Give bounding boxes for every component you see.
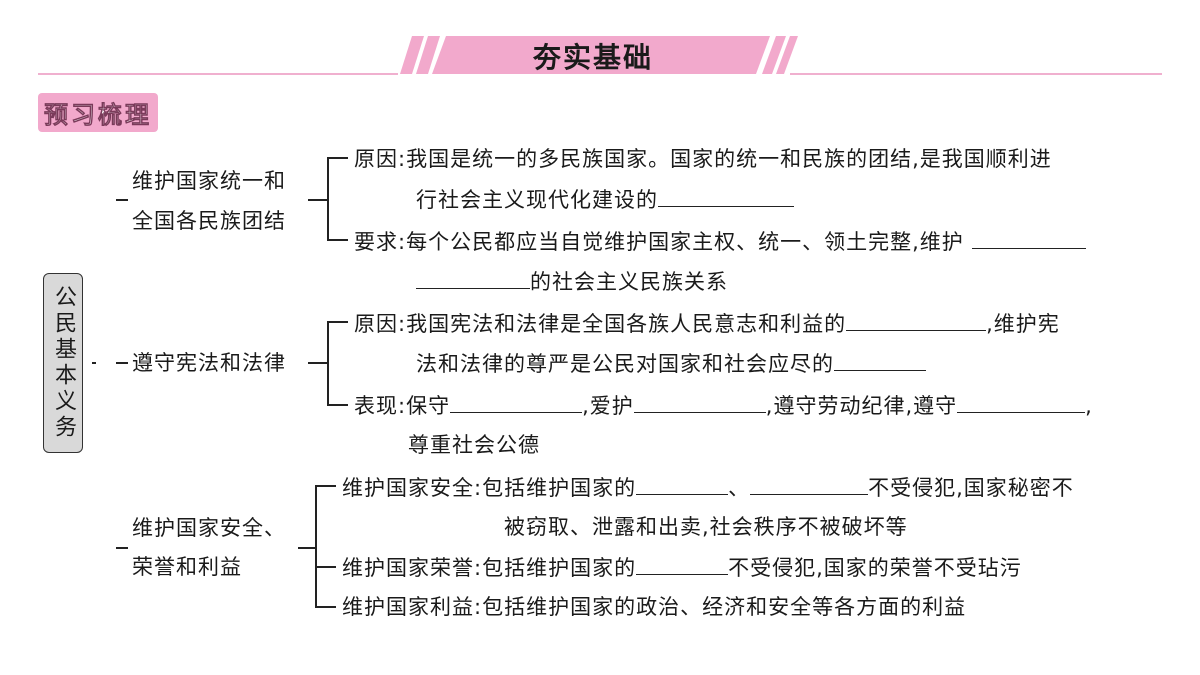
- header-decoration: [38, 36, 1162, 75]
- section-badge: 预习梳理: [38, 93, 158, 132]
- branch-3-security-cont: 被窃取、泄露和出卖,社会秩序不被破坏等: [504, 515, 908, 539]
- branch-1-requirement: 要求:每个公民都应当自觉维护国家主权、统一、领土完整,维护: [354, 226, 1086, 257]
- item-label: 原因:: [354, 312, 407, 336]
- branch-3-label-line-2: 荣誉和利益: [132, 555, 242, 579]
- item-text: 每个公民都应当自觉维护国家主权、统一、领土完整,维护: [406, 230, 964, 254]
- item-text: 我国是统一的多民族国家。国家的统一和民族的团结,是我国顺利进: [406, 147, 1052, 171]
- item-text: 包括维护国家的政治、经济和安全等各方面的利益: [482, 595, 967, 619]
- branch-3-honor: 维护国家荣誉:包括维护国家的 不受侵犯,国家的荣誉不受玷污: [342, 552, 1022, 583]
- item-text: 的社会主义民族关系: [530, 270, 728, 294]
- branch-2-manifestation: 表现:保守 ,爱护 ,遵守劳动纪律,遵守,: [354, 390, 1093, 421]
- branch-2-label: 遵守宪法和法律: [132, 351, 286, 375]
- item-text: ,爱护: [582, 394, 634, 418]
- item-text: 不受侵犯,国家的荣誉不受玷污: [728, 556, 1022, 580]
- branch-1-reason-cont: 行社会主义现代化建设的: [416, 184, 794, 215]
- fill-blank[interactable]: [971, 226, 1086, 249]
- fill-blank[interactable]: [834, 348, 926, 371]
- fill-blank[interactable]: [658, 184, 794, 207]
- fill-blank[interactable]: [957, 390, 1086, 413]
- item-text: 我国宪法和法律是全国各族人民意志和利益的: [406, 312, 847, 336]
- fill-blank[interactable]: [846, 308, 987, 331]
- item-label: 维护国家利益:: [342, 595, 483, 619]
- fill-blank[interactable]: [450, 390, 583, 413]
- fill-blank[interactable]: [636, 552, 729, 575]
- fill-blank[interactable]: [416, 266, 530, 289]
- item-label: 维护国家安全:: [342, 476, 483, 500]
- page-title: 夯实基础: [533, 41, 654, 74]
- fill-blank[interactable]: [750, 472, 869, 495]
- branch-1-label-line-2: 全国各民族团结: [132, 209, 286, 233]
- item-text: 包括维护国家的: [482, 556, 637, 580]
- branch-2-manifestation-cont: 尊重社会公德: [408, 433, 540, 457]
- branch-1-reason: 原因:我国是统一的多民族国家。国家的统一和民族的团结,是我国顺利进: [354, 144, 1052, 174]
- item-text: 包括维护国家的: [482, 476, 637, 500]
- branch-2-reason: 原因:我国宪法和法律是全国各族人民意志和利益的 ,维护宪: [354, 308, 1060, 339]
- root-node: 公民基本义务: [43, 273, 83, 453]
- item-text: ,遵守劳动纪律,遵守: [765, 394, 958, 418]
- item-label: 原因:: [354, 147, 407, 171]
- item-text: ,维护宪: [986, 312, 1060, 336]
- item-label: 表现:: [354, 394, 407, 418]
- branch-1-label-line-1: 维护国家统一和: [132, 169, 286, 193]
- branch-2-reason-cont: 法和法律的尊严是公民对国家和社会应尽的: [416, 348, 926, 379]
- branch-1-requirement-cont: 的社会主义民族关系: [416, 266, 728, 297]
- branch-3-label-line-1: 维护国家安全、: [132, 516, 286, 540]
- item-text: 行社会主义现代化建设的: [416, 188, 658, 212]
- item-text: 法和法律的尊严是公民对国家和社会应尽的: [416, 352, 834, 376]
- item-text: 不受侵犯,国家秘密不: [868, 476, 1074, 500]
- item-label: 维护国家荣誉:: [342, 556, 483, 580]
- item-text: 保守: [406, 394, 451, 418]
- branch-3-interest: 维护国家利益:包括维护国家的政治、经济和安全等各方面的利益: [342, 592, 966, 622]
- branch-3-security: 维护国家安全:包括维护国家的 、 不受侵犯,国家秘密不: [342, 472, 1074, 503]
- item-label: 要求:: [354, 230, 407, 254]
- fill-blank[interactable]: [636, 472, 729, 495]
- fill-blank[interactable]: [633, 390, 766, 413]
- item-text: ,: [1085, 394, 1093, 418]
- item-text: 、: [728, 476, 751, 500]
